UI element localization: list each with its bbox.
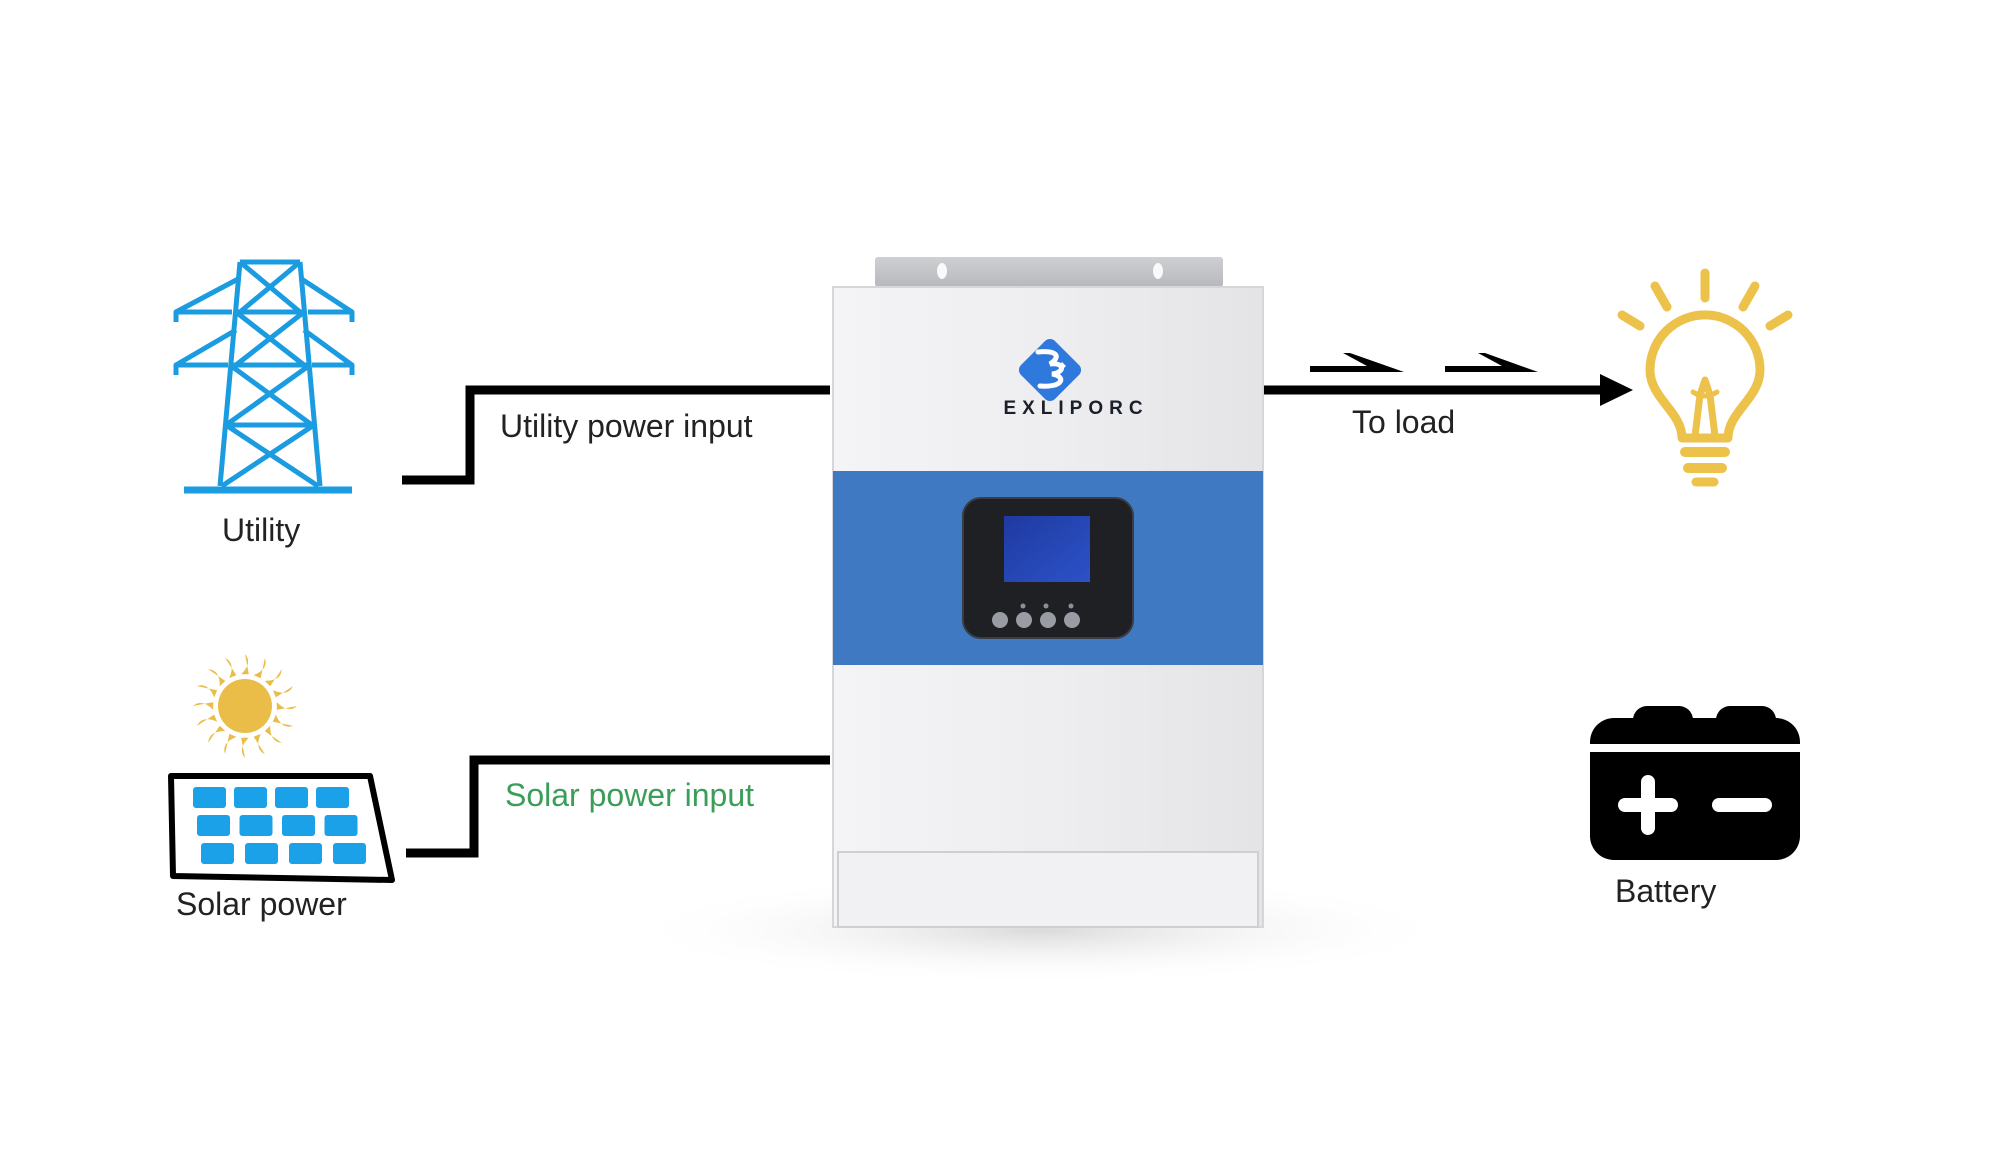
solar-cell — [333, 843, 366, 864]
battery-icon — [1590, 706, 1800, 860]
sun-ray — [225, 658, 236, 678]
sun-ray — [265, 726, 282, 743]
sun-ray — [273, 686, 293, 697]
sun-ray — [208, 669, 225, 686]
bracket-hole-right — [1153, 263, 1163, 279]
solar-cell — [275, 787, 308, 808]
light-bulb-icon — [1622, 273, 1788, 482]
sun-ray — [197, 685, 217, 697]
sun-ray — [208, 726, 225, 743]
solar-cell — [234, 787, 267, 808]
load-arrow-head — [1600, 374, 1633, 406]
bracket-hole-left — [937, 263, 947, 279]
panel-button[interactable] — [1064, 612, 1080, 628]
sun-ray — [254, 734, 265, 754]
brand-name: EXLIPORC — [926, 398, 1226, 420]
solar-label: Solar power — [176, 886, 347, 923]
solar-cell — [201, 843, 234, 864]
inverter-device — [833, 257, 1263, 927]
panel-button[interactable] — [1040, 612, 1056, 628]
sun-ray — [224, 734, 236, 754]
solar-cell — [245, 843, 278, 864]
sun-core — [218, 679, 272, 733]
bottom-panel — [838, 852, 1258, 927]
solar-cell — [197, 815, 230, 836]
mounting-bracket — [875, 257, 1223, 287]
sun-ray — [254, 658, 266, 678]
sun-ray — [193, 702, 213, 710]
sun-ray — [273, 715, 293, 727]
solar-input-label: Solar power input — [505, 777, 754, 814]
solar-cell — [325, 815, 358, 836]
sun-ray — [277, 702, 297, 710]
solar-panel-icon — [171, 776, 392, 880]
solar-cell — [282, 815, 315, 836]
sun-icon — [193, 654, 297, 758]
power-tower-icon — [176, 262, 352, 490]
sun-ray — [241, 738, 249, 758]
utility-input-label: Utility power input — [500, 408, 753, 445]
solar-cell — [240, 815, 273, 836]
to-load-label: To load — [1352, 404, 1455, 441]
panel-button[interactable] — [992, 612, 1008, 628]
battery-label: Battery — [1615, 873, 1716, 910]
direction-arrows — [1310, 353, 1538, 372]
sun-ray — [241, 654, 249, 674]
solar-cell — [289, 843, 322, 864]
sun-ray — [265, 669, 282, 686]
panel-button[interactable] — [1016, 612, 1032, 628]
lcd-screen — [1004, 516, 1090, 582]
solar-cell — [193, 787, 226, 808]
utility-label: Utility — [222, 512, 300, 549]
sun-ray — [197, 715, 217, 726]
solar-cell — [316, 787, 349, 808]
